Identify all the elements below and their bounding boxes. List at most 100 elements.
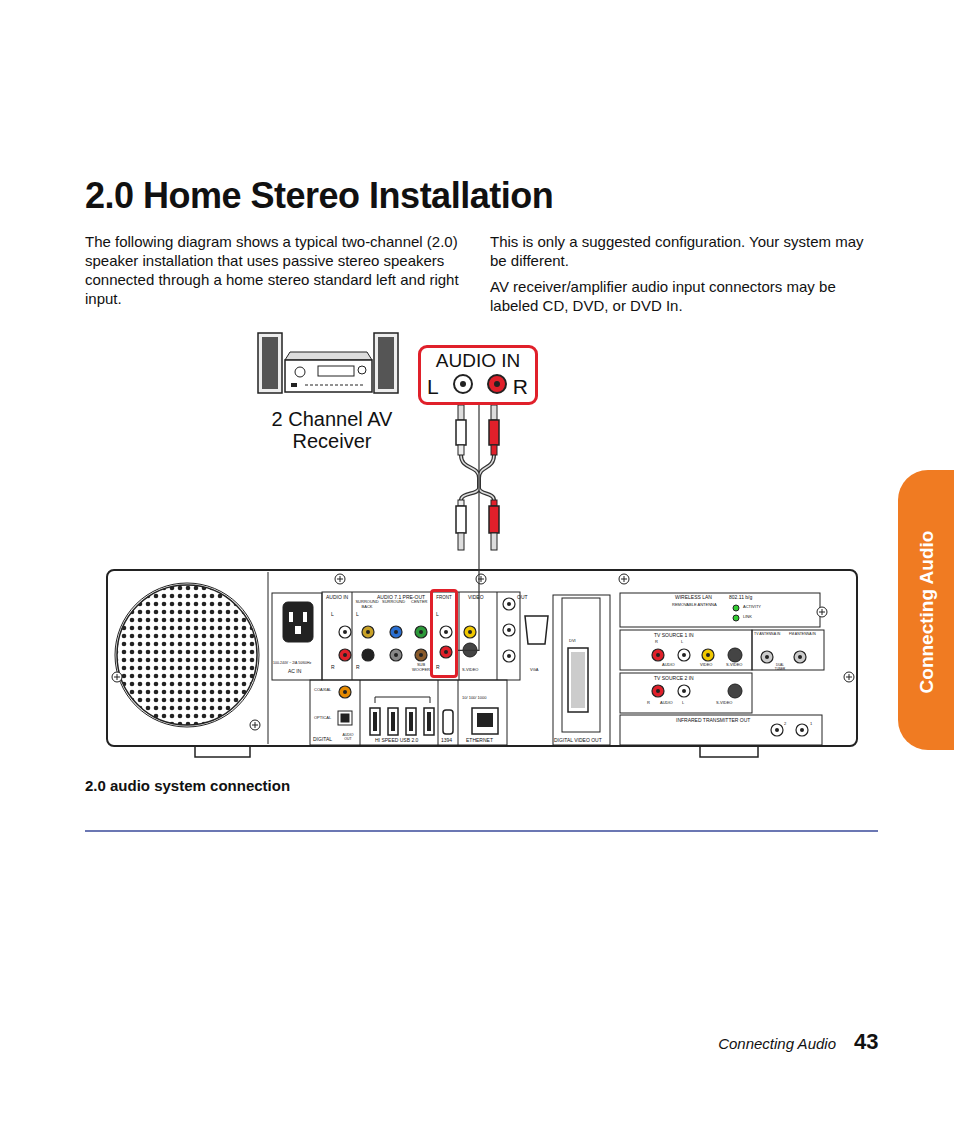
panel-label: DVI [569,639,576,644]
panel-label: ETHERNET [466,737,493,743]
rca-cable [489,506,499,533]
jacks [394,630,398,634]
panel-label: 2 [784,722,786,727]
rear-panel [360,680,361,745]
jacks [362,626,374,638]
jacks [339,649,351,661]
panel-label: AUDIO [662,663,675,668]
jacks [415,626,427,638]
audio-in-box: AUDIO INLR [418,345,538,405]
panel-label: INFRARED TRANSMITTER OUT [676,717,750,723]
rear-panel [283,602,313,642]
jacks [652,649,664,661]
node-heading: 2 Channel AV Receiver [267,408,397,452]
rear-panel [370,708,380,735]
panel-label: R [436,664,440,670]
rear-panel [295,626,301,634]
rca-cable [458,405,464,420]
rear-panel [568,648,588,712]
rear-panel [409,712,413,731]
receiver-callout: 2 Channel AV Receiver [252,328,412,456]
jacks [771,724,783,736]
receiver-illustration [295,367,305,377]
side-tab [898,470,954,750]
receiver-illustration [291,383,297,387]
jacks [366,630,370,634]
rca-cable [458,500,464,506]
jacks [444,650,448,654]
screws [476,574,486,584]
panel-label: DIGITAL VIDEO OUT [554,737,602,743]
figure-caption: 2.0 audio system connection [85,777,290,795]
panel-label: L [681,640,683,645]
jacks [796,724,808,736]
footer-section: Connecting Audio [718,1035,836,1053]
jacks [507,602,511,606]
divider-rule [85,830,878,832]
jacks [415,649,427,661]
rca-cable [461,455,494,500]
body-paragraph: The following diagram shows a typical tw… [85,232,480,308]
rear-panel [733,605,739,611]
page-number: 43 [854,1029,878,1055]
page-title: 2.0 Home Stereo Installation [85,174,553,217]
jacks [800,728,804,732]
jacks [798,655,802,659]
cable-connector [458,405,479,650]
rear-panel [438,680,439,745]
panel-label: 1394 [441,737,452,743]
rca-cable [461,455,494,500]
panel-label: R [331,664,335,670]
jacks [507,628,511,632]
jacks [503,624,515,636]
panel-label: OUT [517,594,528,600]
jacks [682,689,686,693]
screws [250,720,260,730]
rear-panel [620,593,820,627]
rear-panel [733,615,739,621]
receiver-illustration [285,360,372,392]
panel-label: WIRELESS LAN [675,594,712,600]
jacks [765,655,769,659]
jacks [728,684,742,698]
panel-label: 100-240V ~ 2/A 50/60Hz [273,661,311,665]
panel-label: SURROUND BACK [355,600,379,610]
side-tab [898,470,954,750]
receiver-illustration [285,352,372,360]
rear-panel [303,612,307,622]
panel-label: ACTIVITY [743,605,761,610]
receiver-illustration [318,366,354,376]
panel-label: VIDEO [700,663,712,668]
jacks [656,689,660,693]
panel-label: VIDEO [468,594,484,600]
rear-panel [268,572,269,744]
rear-panel [459,592,460,680]
jacks [343,690,347,694]
receiver-illustration [374,333,398,393]
panel-label: FM ANTENNA IN [789,632,816,636]
screws [112,672,122,682]
rca-cable [458,445,464,455]
jacks [464,626,476,638]
rear-panel [497,592,498,680]
audio-in-jacks [494,381,500,387]
panel-label: TV SOURCE 1 IN [654,632,694,638]
panel-label: COAXIAL [314,688,331,693]
panel-label: AC IN [288,668,301,674]
rear-panel [107,570,857,746]
rear-panel [310,680,507,745]
rear-panel [406,708,416,735]
jacks [419,653,423,657]
jacks [728,648,742,662]
panel-label: S-VIDEO [726,663,742,668]
rear-panel [562,598,600,732]
jacks [706,653,710,657]
receiver-illustration [258,333,398,393]
rear-panel [272,593,322,680]
jacks [362,649,374,661]
audio-in-jacks [460,381,466,387]
panel-label: DIGITAL [313,736,332,742]
divider-rule [85,831,878,832]
panel-label: LINK [743,615,752,620]
